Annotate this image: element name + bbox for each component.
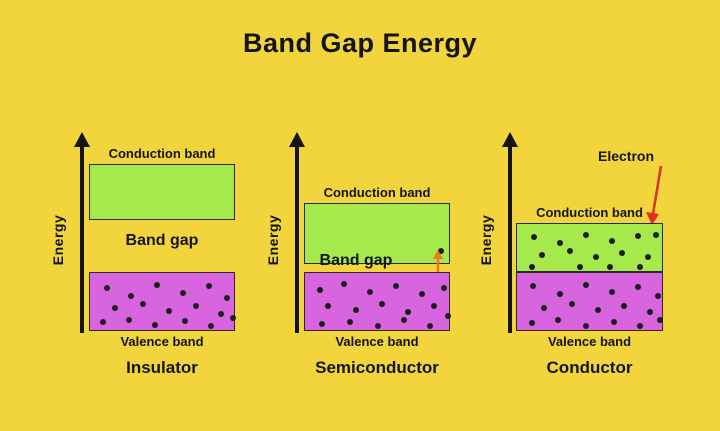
energy-axis: [295, 146, 299, 333]
electron-dot: [445, 313, 451, 319]
electron-dot: [166, 308, 172, 314]
electron-dot: [401, 317, 407, 323]
valence-band: [304, 272, 451, 331]
electron-dot: [224, 295, 230, 301]
electron-dot: [317, 287, 323, 293]
electron-dot: [152, 322, 158, 328]
valence-band-label: Valence band: [335, 334, 419, 349]
band-gap-label: Band gap: [125, 232, 199, 249]
electron-dot: [347, 319, 353, 325]
electron-dot: [529, 264, 535, 270]
conduction-band-label: Conduction band: [323, 185, 431, 200]
panel-name-semiconductor: Semiconductor: [315, 358, 439, 377]
conduction-band-label: Conduction band: [108, 146, 216, 161]
electron-dot: [375, 323, 381, 329]
electron-dot: [611, 319, 617, 325]
electron-dot: [539, 252, 545, 258]
electron-arrow: [646, 165, 663, 225]
electron-dot: [609, 238, 615, 244]
electron-dot: [557, 240, 563, 246]
electron-dot: [341, 281, 347, 287]
electron-dot: [379, 301, 385, 307]
energy-axis-label: Energy: [478, 214, 494, 266]
electron-dot: [353, 307, 359, 313]
electron-dot: [100, 319, 106, 325]
electron-dot: [619, 250, 625, 256]
electron-dot: [609, 289, 615, 295]
electron-dot: [128, 293, 134, 299]
electron-dot: [180, 290, 186, 296]
valence-band-label: Valence band: [547, 334, 632, 349]
electron-dot: [583, 232, 589, 238]
panel-name-insulator: Insulator: [126, 358, 198, 377]
electron-dot: [653, 232, 659, 238]
valence-band: [516, 272, 663, 331]
electron-dot: [367, 289, 373, 295]
electron-dot: [607, 264, 613, 270]
conduction-band: [89, 164, 235, 220]
electron-dot: [555, 317, 561, 323]
electron-dot: [419, 291, 425, 297]
electron-dot: [577, 264, 583, 270]
electron-dot: [206, 283, 212, 289]
electron-dot: [645, 254, 651, 260]
energy-axis-label: Energy: [50, 214, 66, 266]
electron-dot: [595, 307, 601, 313]
valence-band: [89, 272, 236, 331]
electron-dot: [593, 254, 599, 260]
electron-dot: [557, 291, 563, 297]
energy-axis: [80, 146, 84, 333]
electron-dot: [319, 321, 325, 327]
electron-dot: [154, 282, 160, 288]
electron-dot: [218, 311, 224, 317]
electron-dot: [635, 284, 641, 290]
electron-dot: [112, 305, 118, 311]
energy-axis-label: Energy: [265, 214, 281, 266]
electron-dot: [126, 317, 132, 323]
electron-label: Electron: [598, 148, 655, 164]
electron-dot: [193, 303, 199, 309]
electron-dot: [541, 305, 547, 311]
electron-dot: [583, 282, 589, 288]
electron-dot: [529, 320, 535, 326]
electron-dot: [441, 285, 447, 291]
electron-dot: [655, 293, 661, 299]
electron-dot: [208, 323, 214, 329]
electron-dot: [583, 323, 589, 329]
electron-dot: [438, 248, 444, 254]
electron-dot: [635, 233, 641, 239]
electron-dot: [531, 234, 537, 240]
electron-dot: [393, 283, 399, 289]
energy-axis-arrowhead: [289, 132, 305, 147]
electron-dot: [569, 301, 575, 307]
conduction-band: [516, 223, 663, 272]
electron-dot: [637, 264, 643, 270]
diagram-title: Band Gap Energy: [242, 28, 478, 58]
electron-dot: [647, 309, 653, 315]
electron-dot: [637, 323, 643, 329]
electron-dot: [427, 323, 433, 329]
panel-name-conductor: Conductor: [546, 358, 633, 377]
conduction-band-label: Conduction band: [536, 205, 643, 220]
band-gap-label: Band gap: [319, 252, 393, 269]
valence-band-label: Valence band: [120, 334, 204, 349]
electron-dot: [657, 317, 663, 323]
electron-dot: [621, 303, 627, 309]
electron-dot: [431, 303, 437, 309]
energy-axis-arrowhead: [502, 132, 518, 147]
electron-dot: [182, 318, 188, 324]
electron-dot: [567, 248, 573, 254]
energy-axis-arrowhead: [74, 132, 90, 147]
electron-dot: [104, 285, 110, 291]
electron-dot: [230, 315, 236, 321]
energy-axis: [508, 146, 512, 333]
electron-dot: [140, 301, 146, 307]
conduction-band: [304, 203, 450, 264]
electron-dot: [325, 303, 331, 309]
electron-dot: [405, 309, 411, 315]
band-gap-arrow: [433, 250, 443, 273]
electron-dot: [530, 283, 536, 289]
